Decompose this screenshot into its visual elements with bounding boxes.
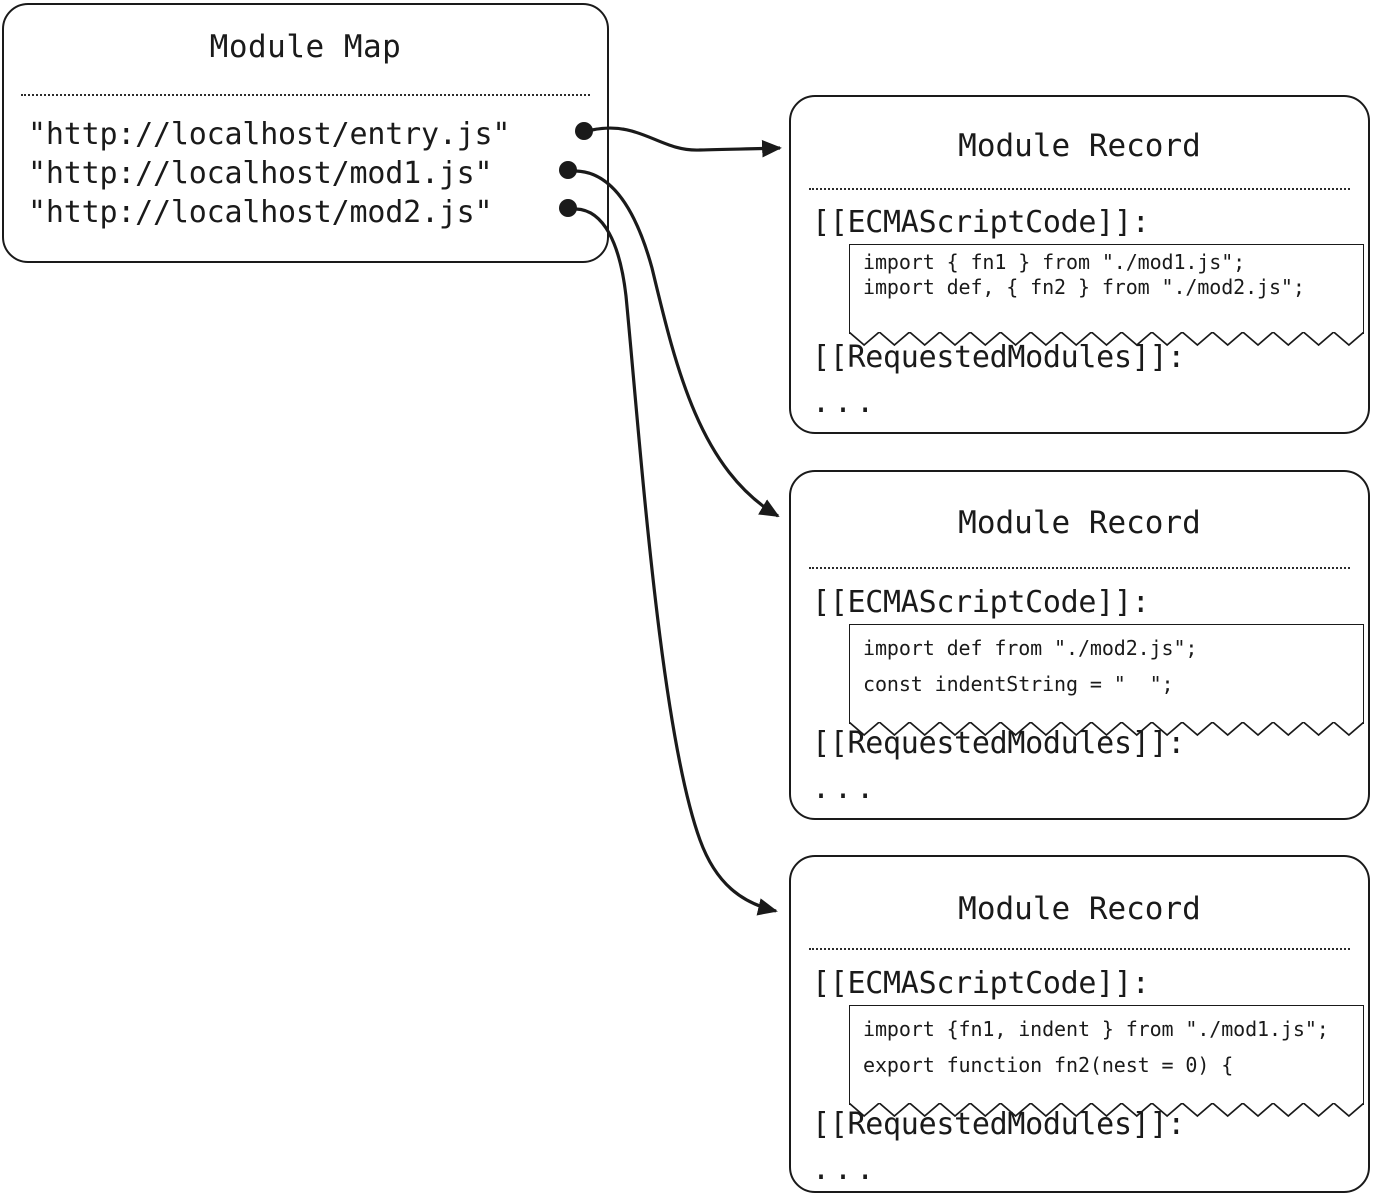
code-snippet-box: import def from "./mod2.js"; const inden…: [849, 624, 1364, 737]
torn-edge-icon: [849, 332, 1364, 347]
code-frame: [849, 624, 1364, 724]
code-line-list: import {fn1, indent } from "./mod1.js"; …: [863, 1011, 1358, 1083]
code-snippet-box: import {fn1, indent } from "./mod1.js"; …: [849, 1005, 1364, 1118]
ecmascript-code-label: [[ECMAScriptCode]]:: [812, 585, 1150, 620]
code-frame: [849, 1005, 1364, 1105]
requested-modules-label: [[RequestedModules]]:: [812, 726, 1185, 761]
code-line-0: import {fn1, indent } from "./mod1.js";: [863, 1017, 1329, 1041]
record-ellipsis: ...: [812, 385, 879, 420]
ecmascript-code-label: [[ECMAScriptCode]]:: [812, 966, 1150, 1001]
ecmascript-code-label: [[ECMAScriptCode]]:: [812, 205, 1150, 240]
connector-arrow-0: [591, 126, 782, 158]
torn-edge-icon: [849, 722, 1364, 737]
requested-modules-label: [[RequestedModules]]:: [812, 340, 1185, 375]
code-line-1: const indentString = " ";: [863, 672, 1174, 696]
module-record-title: Module Record: [958, 505, 1201, 541]
module-record-separator: [809, 567, 1350, 569]
module-map-entry-2[interactable]: "http://localhost/mod2.js": [28, 195, 493, 230]
module-record-2: Module Record [[ECMAScriptCode]]: import…: [789, 855, 1370, 1193]
torn-edge-icon: [849, 1103, 1364, 1118]
module-record-separator: [809, 188, 1350, 190]
code-frame: [849, 244, 1364, 334]
module-map-entry-list: "http://localhost/entry.js" "http://loca…: [28, 115, 510, 232]
requested-modules-label: [[RequestedModules]]:: [812, 1107, 1185, 1142]
code-line-1: import def, { fn2 } from "./mod2.js";: [863, 275, 1305, 299]
record-ellipsis: ...: [812, 1152, 879, 1187]
module-map-separator: [21, 94, 590, 96]
module-record-title: Module Record: [958, 128, 1201, 164]
module-map-box: Module Map "http://localhost/entry.js" "…: [2, 3, 609, 263]
module-record-separator: [809, 948, 1350, 950]
code-line-list: import { fn1 } from "./mod1.js"; import …: [863, 250, 1358, 300]
module-record-0: Module Record [[ECMAScriptCode]]: import…: [789, 95, 1370, 434]
code-line-1: export function fn2(nest = 0) {: [863, 1053, 1234, 1077]
module-record-title: Module Record: [958, 891, 1201, 927]
code-line-list: import def from "./mod2.js"; const inden…: [863, 630, 1358, 702]
code-line-0: import def from "./mod2.js";: [863, 636, 1198, 660]
connector-arrow-2: [575, 207, 778, 916]
module-map-entry-1[interactable]: "http://localhost/mod1.js": [28, 156, 493, 191]
module-map-entry-0[interactable]: "http://localhost/entry.js": [28, 117, 511, 152]
record-ellipsis: ...: [812, 771, 879, 806]
module-map-title: Module Map: [209, 29, 402, 65]
code-snippet-box: import { fn1 } from "./mod1.js"; import …: [849, 244, 1364, 347]
module-record-1: Module Record [[ECMAScriptCode]]: import…: [789, 470, 1370, 820]
code-line-0: import { fn1 } from "./mod1.js";: [863, 250, 1246, 274]
